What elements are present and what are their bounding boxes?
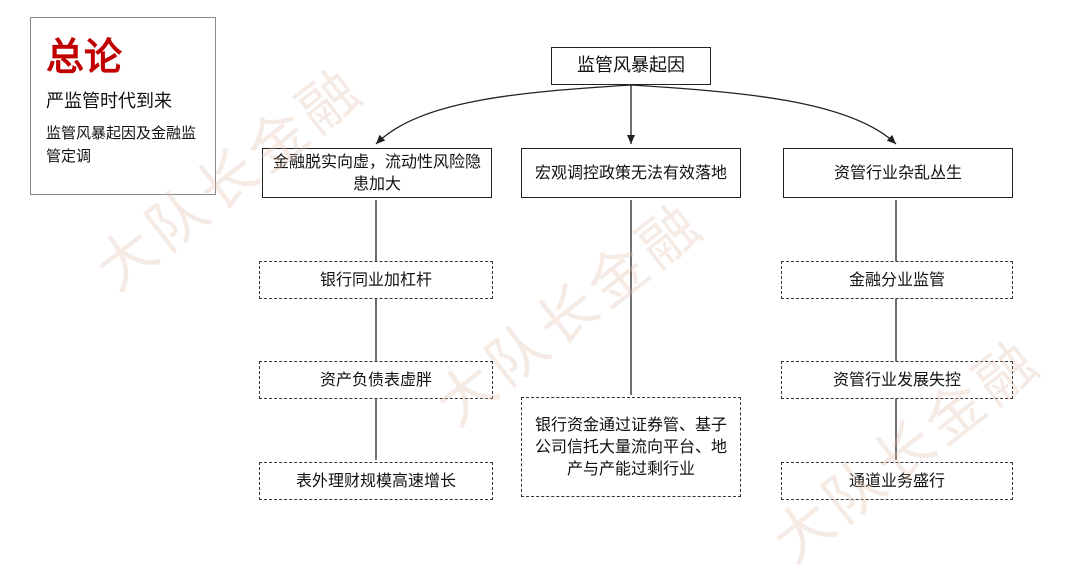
arrow-to-branch-3 [630, 84, 897, 145]
summary-title: 总论 [46, 34, 123, 79]
branch-2-child-1: 银行资金通过证券管、基子公司信托大量流向平台、地产与产能过剩行业 [521, 397, 741, 497]
summary-description: 监管风暴起因及金融监管定调 [46, 124, 197, 165]
branch-1-child-1: 银行同业加杠杆 [259, 261, 493, 299]
branch-3-child-3: 通道业务盛行 [781, 462, 1013, 500]
branch-3-child-1: 金融分业监管 [781, 261, 1013, 299]
branch-node-2: 宏观调控政策无法有效落地 [521, 148, 741, 198]
arrow-to-branch-1 [375, 84, 632, 145]
summary-panel: 总论 严监管时代到来 监管风暴起因及金融监管定调 [30, 17, 216, 195]
branch-1-child-2: 资产负债表虚胖 [259, 361, 493, 399]
branch-1-child-3: 表外理财规模高速增长 [259, 462, 493, 500]
branch-3-child-2: 资管行业发展失控 [781, 361, 1013, 399]
summary-subtitle: 严监管时代到来 [46, 91, 172, 112]
connector-lines [375, 84, 897, 460]
branch-node-3: 资管行业杂乱丛生 [783, 148, 1013, 198]
root-node: 监管风暴起因 [551, 47, 711, 85]
branch-node-1: 金融脱实向虚，流动性风险隐患加大 [262, 148, 492, 198]
